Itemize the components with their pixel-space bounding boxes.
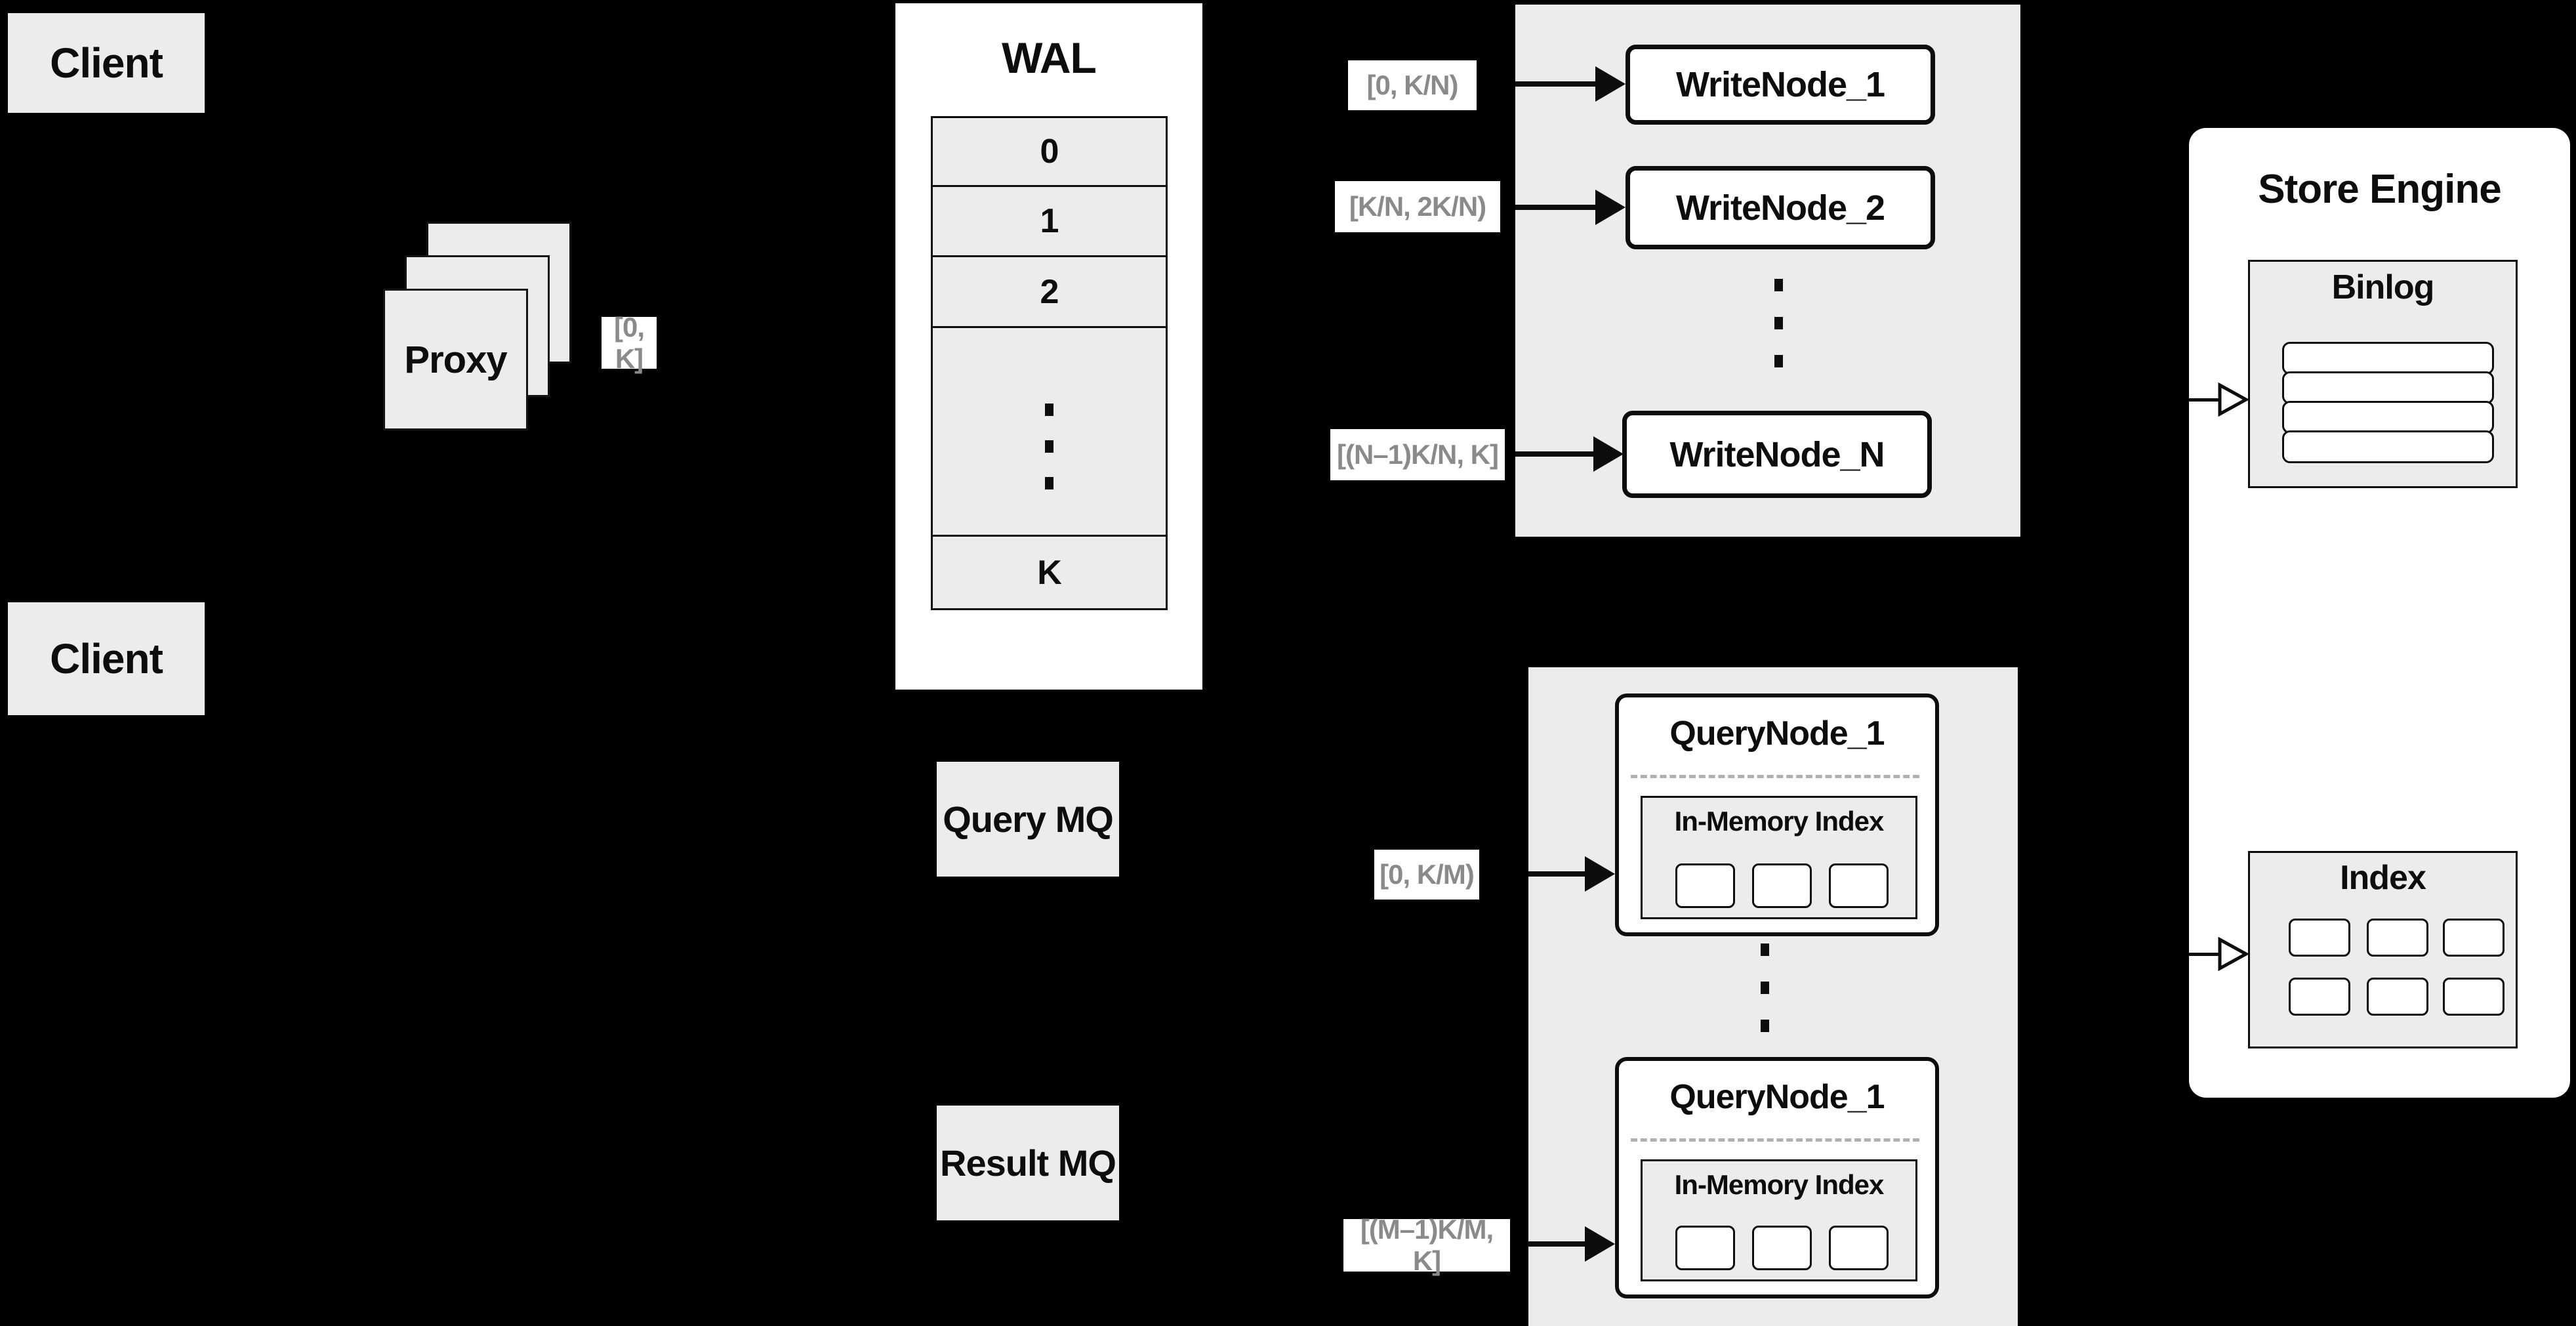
arrow-right-icon	[1515, 451, 1593, 457]
binlog-row	[2282, 342, 2494, 375]
binlog-row	[2282, 401, 2494, 434]
index-chip	[2367, 919, 2428, 957]
wal-title: WAL	[1002, 33, 1097, 82]
wal-row-0: 0	[931, 116, 1168, 187]
ellipsis-dot	[1761, 943, 1769, 956]
query-node-title: QueryNode_1	[1669, 715, 1885, 753]
ellipsis-dot	[1045, 477, 1053, 489]
result-mq-box: Result MQ	[937, 1106, 1119, 1220]
client-box-top: Client	[8, 13, 205, 113]
dashed-divider	[1631, 1138, 1919, 1142]
dashed-divider	[1631, 775, 1919, 778]
client-box-bottom: Client	[8, 602, 205, 715]
binlog-row	[2282, 371, 2494, 404]
line-to-binlog	[2189, 398, 2218, 402]
segment-chip	[1829, 1226, 1889, 1270]
query-node-title: QueryNode_1	[1669, 1078, 1885, 1116]
arrowhead-right-icon	[1593, 436, 1624, 472]
arrowhead-right-icon	[1585, 856, 1615, 892]
segment-chip	[1675, 1226, 1735, 1270]
segment-chip	[1675, 863, 1735, 908]
binlog-row	[2282, 430, 2494, 463]
index-chip	[2367, 978, 2428, 1016]
arrow-right-icon	[1515, 81, 1595, 87]
index-chip	[2443, 978, 2504, 1016]
query-node-bottom: QueryNode_1 In-Memory Index	[1615, 1057, 1939, 1298]
segment-chip	[1829, 863, 1889, 908]
range-label-proxy-wal: [0, K]	[602, 312, 657, 374]
in-memory-index-title: In-Memory Index	[1674, 806, 1885, 837]
ellipsis-dot	[1774, 317, 1783, 329]
line-to-index	[2189, 953, 2218, 956]
index-title: Index	[2340, 859, 2426, 897]
index-chip	[2443, 919, 2504, 957]
arrowhead-right-icon	[1595, 66, 1625, 102]
segment-chip	[1752, 863, 1812, 908]
wal-row-k: K	[931, 535, 1168, 610]
segment-chip	[1752, 1226, 1812, 1270]
in-memory-index-title: In-Memory Index	[1674, 1169, 1885, 1200]
range-label-querynode-m: [(M–1)K/M, K]	[1343, 1214, 1510, 1276]
in-memory-index-box: In-Memory Index	[1641, 796, 1917, 919]
ellipsis-dot	[1774, 279, 1783, 291]
arrow-right-icon	[1528, 871, 1585, 877]
range-label-writenode-2: [K/N, 2K/N)	[1335, 181, 1500, 232]
wal-row-1: 1	[931, 185, 1168, 257]
open-arrowhead-right-icon	[2218, 937, 2249, 971]
proxy-card-front: Proxy	[383, 289, 528, 430]
write-node-n: WriteNode_N	[1622, 411, 1932, 498]
index-chip	[2289, 919, 2350, 957]
arrowhead-right-icon	[1585, 1226, 1615, 1262]
arrow-right-icon	[1528, 1241, 1585, 1247]
ellipsis-dot	[1761, 982, 1769, 994]
arrowhead-right-icon	[1595, 190, 1625, 225]
wal-row-2: 2	[931, 255, 1168, 328]
write-node-2: WriteNode_2	[1625, 166, 1935, 249]
arrow-right-icon	[1515, 205, 1595, 210]
index-chip	[2289, 978, 2350, 1016]
ellipsis-dot	[1774, 355, 1783, 367]
ellipsis-dot	[1761, 1020, 1769, 1032]
binlog-title: Binlog	[2331, 268, 2435, 306]
range-label-writenode-n: [(N–1)K/N, K]	[1330, 429, 1505, 480]
query-node-top: QueryNode_1 In-Memory Index	[1615, 694, 1939, 936]
client-label: Client	[50, 39, 163, 87]
client-label: Client	[50, 635, 163, 682]
in-memory-index-box: In-Memory Index	[1641, 1159, 1917, 1281]
query-mq-box: Query MQ	[937, 762, 1119, 877]
range-label-writenode-1: [0, K/N)	[1348, 60, 1477, 110]
index-box: Index	[2248, 851, 2518, 1048]
range-label-querynode-1: [0, K/M)	[1374, 850, 1479, 900]
write-node-1: WriteNode_1	[1625, 45, 1935, 125]
proxy-label: Proxy	[404, 338, 507, 381]
store-engine-title: Store Engine	[2258, 166, 2501, 212]
ellipsis-dot	[1045, 404, 1053, 416]
binlog-box: Binlog	[2248, 260, 2518, 488]
open-arrowhead-right-icon	[2218, 383, 2249, 417]
ellipsis-dot	[1045, 440, 1053, 453]
wal-row-ellipsis	[931, 326, 1168, 537]
